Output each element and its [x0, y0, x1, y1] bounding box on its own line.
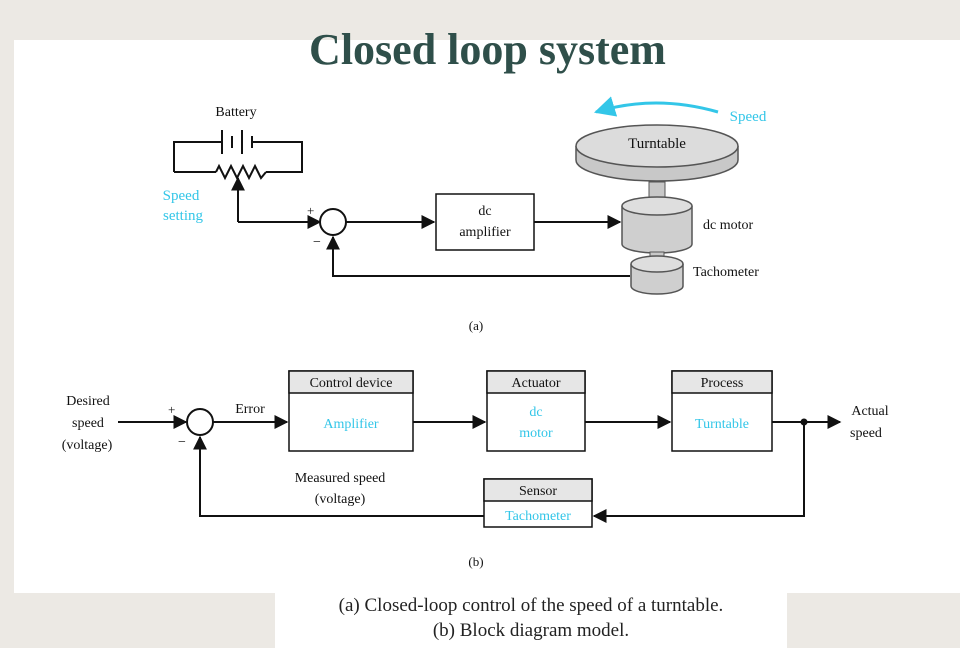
- speed-setting-label-1: Speed: [163, 188, 200, 204]
- sensor-to-junction-line: [193, 435, 484, 517]
- slide-title: Closed loop system: [309, 25, 666, 74]
- error-label: Error: [235, 402, 265, 417]
- potentiometer-icon: [215, 163, 267, 181]
- summing-junction-a: [319, 208, 347, 236]
- measured-speed-label-2: (voltage): [315, 492, 366, 507]
- figure-caption: (a) Closed-loop control of the speed of …: [275, 593, 787, 648]
- speed-setting-label-2: setting: [163, 208, 203, 224]
- tachometer-label: Tachometer: [693, 265, 759, 280]
- actuator-block: [486, 370, 586, 452]
- figure-a-label: (a): [469, 318, 483, 333]
- turntable-label: Turntable: [628, 136, 686, 152]
- feedback-line-a: [326, 235, 630, 277]
- turntable-icon: [575, 124, 739, 182]
- sensor-block: [483, 478, 593, 528]
- battery-circuit: [173, 130, 303, 181]
- actuator-body-2: motor: [519, 426, 553, 441]
- process-block: [671, 370, 773, 452]
- desired-speed-label-2: speed: [72, 416, 104, 431]
- control-device-header: Control device: [310, 376, 393, 391]
- control-device-body: Amplifier: [323, 417, 379, 432]
- desired-speed-label-3: (voltage): [62, 438, 113, 453]
- figure-b: Desired speed (voltage) + − Error Contro…: [62, 370, 889, 569]
- dc-amplifier-box: [435, 193, 535, 251]
- dc-amplifier-label-2: amplifier: [459, 225, 511, 240]
- desired-speed-label-1: Desired: [66, 394, 110, 409]
- plus-sign-b: +: [168, 402, 175, 417]
- minus-sign-b: −: [178, 435, 186, 450]
- sensor-body: Tachometer: [505, 509, 571, 524]
- rotation-arrow: [593, 96, 719, 117]
- figure-b-label: (b): [468, 554, 483, 569]
- caption-line-1: (a) Closed-loop control of the speed of …: [338, 595, 724, 616]
- summing-junction-b: [186, 408, 214, 436]
- speed-label: Speed: [730, 109, 767, 125]
- battery-label: Battery: [215, 105, 256, 120]
- actual-speed-label-1: Actual: [851, 404, 888, 419]
- actual-speed-label-2: speed: [850, 426, 882, 441]
- actuator-header: Actuator: [512, 376, 561, 391]
- output-to-sensor-line: [592, 422, 805, 523]
- actuator-body-1: dc: [529, 405, 542, 420]
- sensor-header: Sensor: [519, 484, 557, 499]
- plus-sign-a: +: [307, 203, 314, 218]
- caption-line-2: (b) Block diagram model.: [432, 620, 630, 641]
- tachometer-icon: [630, 255, 684, 295]
- figure-a: Battery Speed setting + − dc amplifier S…: [163, 96, 767, 333]
- minus-sign-a: −: [313, 235, 321, 250]
- control-device-block: [288, 370, 414, 452]
- dc-motor-label: dc motor: [703, 218, 753, 233]
- measured-speed-label-1: Measured speed: [295, 471, 386, 486]
- dc-motor-icon: [621, 196, 693, 254]
- process-header: Process: [701, 376, 744, 391]
- process-body: Turntable: [695, 417, 749, 432]
- dc-amplifier-label-1: dc: [478, 204, 491, 219]
